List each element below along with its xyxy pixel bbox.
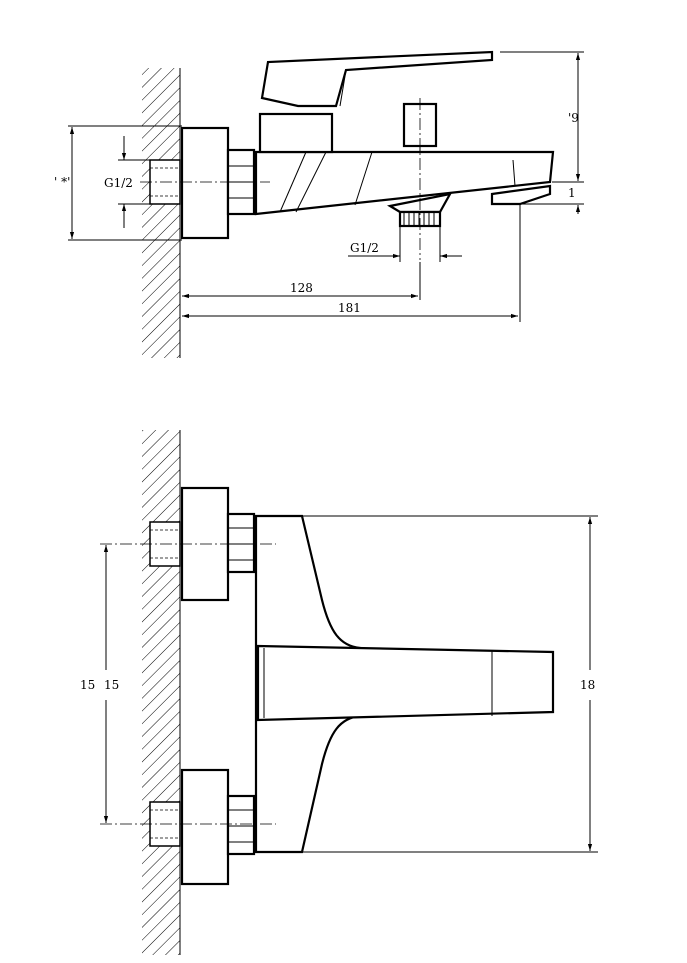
side-spout-drop-label: 1 [568,186,576,200]
side-cartridge [258,112,334,154]
side-escutcheon [180,126,230,240]
front-lower-escutcheon [180,768,230,886]
side-body [254,150,555,216]
side-top-height-label: '9 [568,111,579,125]
side-view: G1/2 ' *' G1/2 128 181 '9 1 [54,50,584,358]
side-wall-hatch [142,68,180,358]
front-spout [256,644,555,722]
side-thread-left-label: G1/2 [104,176,133,190]
side-spout-tip [490,184,552,206]
front-spacing-label-a: 15 [80,678,95,692]
front-total-height-label: 18 [580,678,595,692]
side-dim-181-label: 181 [338,301,361,315]
front-upper-hex-nut [226,512,256,574]
front-view: 15 15 18 [80,430,598,955]
side-inlet-height-label: ' *' [54,175,70,189]
side-lever-handle [260,50,494,108]
front-spacing-label-b: 15 [104,678,119,692]
side-thread-outlet-label: G1/2 [350,241,379,255]
front-wall-hatch [142,430,180,955]
side-dim-128-label: 128 [290,281,313,295]
front-lower-hex-nut [226,794,256,856]
